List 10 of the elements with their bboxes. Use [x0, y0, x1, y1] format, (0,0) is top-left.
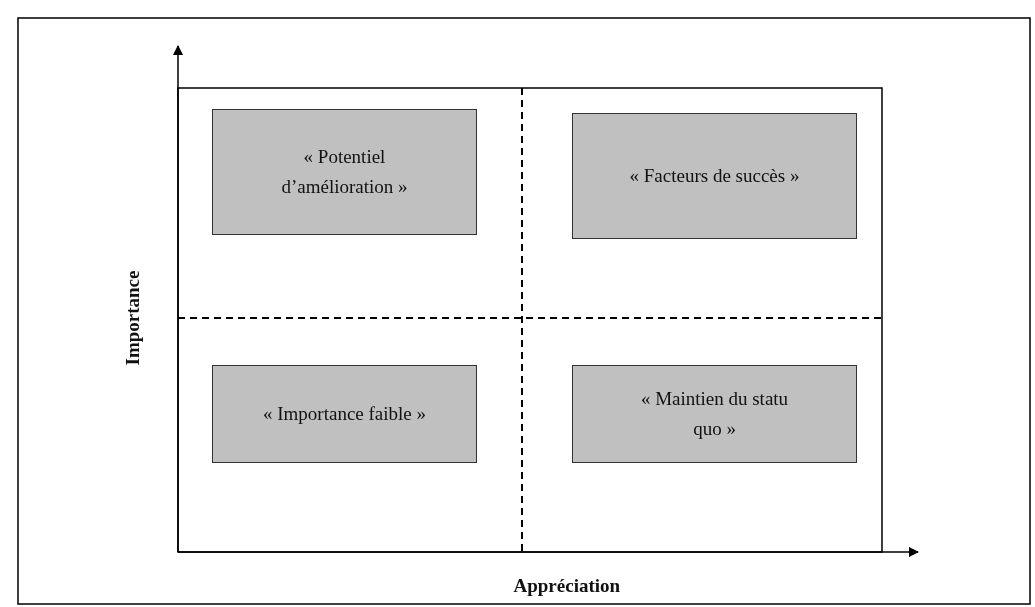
x-axis-label: Appréciation [513, 575, 621, 597]
y-axis-label: Importance [122, 270, 144, 366]
quadrant-box [572, 365, 857, 463]
quadrant-label: « Importance faible » [263, 402, 426, 426]
quadrant-box [212, 365, 477, 463]
quadrant-label: « Maintien du statu quo » [639, 387, 790, 441]
quadrant-box [212, 109, 477, 235]
quadrant-label: « Facteurs de succès » [629, 164, 800, 188]
quadrant-label: « Potentiel d’amélioration » [280, 145, 409, 199]
quadrant-box [572, 113, 857, 239]
